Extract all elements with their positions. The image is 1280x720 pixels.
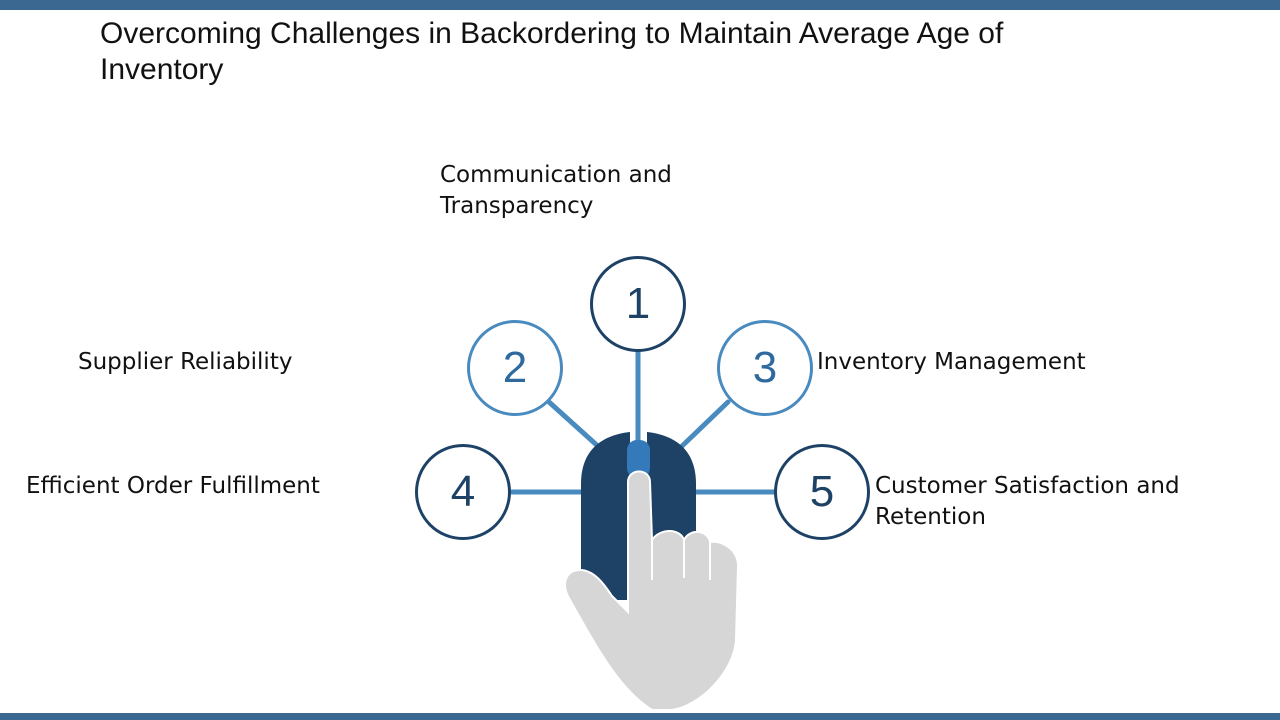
hand-icon bbox=[564, 470, 740, 711]
step-label-4: Efficient Order Fulfillment bbox=[26, 473, 320, 499]
spoke-3 bbox=[677, 399, 731, 451]
step-label-5: Customer Satisfaction and Retention bbox=[875, 473, 1180, 530]
slide-title: Overcoming Challenges in Backordering to… bbox=[100, 17, 1004, 86]
step-circle-1: 1 bbox=[590, 256, 686, 352]
top-accent-bar bbox=[0, 0, 1280, 10]
spoke-2 bbox=[546, 399, 603, 451]
step-circle-5: 5 bbox=[774, 444, 870, 540]
step-circle-3: 3 bbox=[717, 320, 813, 416]
step-circle-2: 2 bbox=[467, 320, 563, 416]
step-label-2: Supplier Reliability bbox=[78, 349, 293, 375]
step-circle-4: 4 bbox=[415, 444, 511, 540]
step-label-3: Inventory Management bbox=[817, 349, 1086, 375]
connector-spokes bbox=[509, 347, 777, 495]
bottom-accent-bar bbox=[0, 713, 1280, 720]
step-label-1: Communication and Transparency bbox=[440, 162, 672, 219]
